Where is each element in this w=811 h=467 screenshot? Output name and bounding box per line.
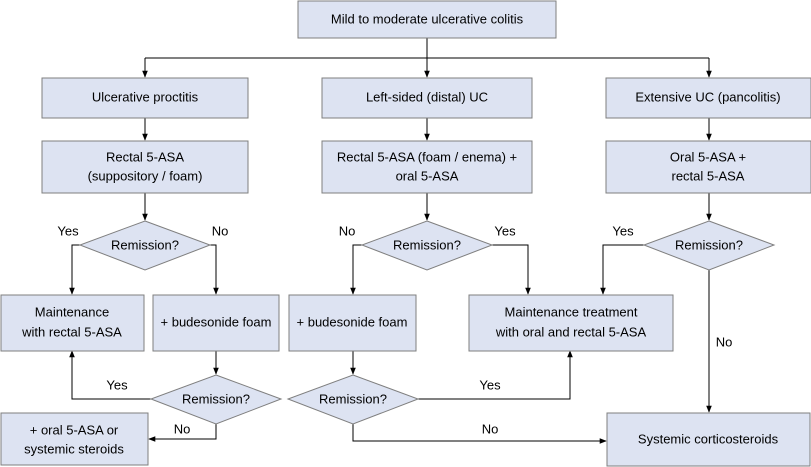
node-left-sided: Left-sided (distal) UC	[321, 77, 533, 119]
node-remission-5: Remission?	[286, 374, 420, 425]
edge-r4-no	[148, 424, 217, 442]
node-maintenance-oral-rectal-line1: Maintenance treatment	[505, 304, 638, 319]
node-proctitis: Ulcerative proctitis	[41, 77, 249, 119]
node-oral-or-steroids-line1: + oral 5-ASA or	[30, 422, 119, 437]
node-maintenance-rectal: Maintenance with rectal 5-ASA	[0, 294, 145, 352]
node-maintenance-oral-rectal-line2: with oral and rectal 5-ASA	[495, 324, 647, 339]
node-remission-2-label: Remission?	[393, 237, 461, 252]
edge-r2-yes	[492, 244, 531, 295]
edge-labels: Yes No No Yes Yes No Yes No Yes No	[57, 223, 732, 436]
node-budesonide-1: + budesonide foam	[152, 294, 280, 352]
node-rectal-5asa-supp: Rectal 5-ASA (suppository / foam)	[41, 140, 249, 194]
node-extensive: Extensive UC (pancolitis)	[605, 77, 811, 119]
node-root: Mild to moderate ulcerative colitis	[297, 0, 557, 39]
label-r1-no: No	[212, 223, 229, 238]
edge-r4-yes	[69, 350, 151, 400]
node-systemic-corticosteroids: Systemic corticosteroids	[606, 412, 811, 467]
node-oral-rectal-5asa-line1: Oral 5-ASA +	[670, 149, 746, 164]
edge-r1-no	[210, 244, 219, 295]
node-remission-3: Remission?	[642, 220, 776, 271]
node-proctitis-label: Ulcerative proctitis	[92, 89, 199, 104]
node-left-sided-label: Left-sided (distal) UC	[366, 89, 488, 104]
node-remission-4: Remission?	[149, 374, 283, 425]
label-r2-no: No	[339, 223, 356, 238]
node-remission-2: Remission?	[360, 220, 494, 271]
node-oral-or-steroids-line2: systemic steroids	[24, 441, 124, 456]
node-remission-4-label: Remission?	[182, 391, 250, 406]
edge-r1-yes	[69, 244, 80, 295]
node-root-label: Mild to moderate ulcerative colitis	[331, 11, 524, 26]
node-budesonide-2-label: + budesonide foam	[297, 314, 408, 329]
label-r1-yes: Yes	[57, 223, 79, 238]
node-extensive-label: Extensive UC (pancolitis)	[635, 89, 780, 104]
node-rectal-5asa-foam-oral-line1: Rectal 5-ASA (foam / enema) +	[337, 149, 517, 164]
label-r4-yes: Yes	[106, 377, 128, 392]
node-remission-5-label: Remission?	[319, 391, 387, 406]
node-remission-3-label: Remission?	[675, 237, 743, 252]
edges	[69, 38, 712, 444]
node-maintenance-rectal-line2: with rectal 5-ASA	[21, 324, 122, 339]
node-rectal-5asa-supp-line1: Rectal 5-ASA	[106, 149, 184, 164]
node-remission-1: Remission?	[78, 220, 212, 271]
label-r3-yes: Yes	[612, 223, 634, 238]
label-r2-yes: Yes	[494, 223, 516, 238]
node-rectal-5asa-foam-oral: Rectal 5-ASA (foam / enema) + oral 5-ASA	[321, 140, 533, 194]
edge-r5-yes	[418, 350, 573, 400]
node-budesonide-2: + budesonide foam	[288, 294, 417, 352]
node-budesonide-1-label: + budesonide foam	[161, 314, 272, 329]
edge-r3-yes	[600, 244, 644, 295]
node-rectal-5asa-supp-line2: (suppository / foam)	[88, 168, 203, 183]
edge-r5-no	[352, 424, 607, 444]
node-systemic-corticosteroids-label: Systemic corticosteroids	[638, 431, 779, 446]
edge-r2-no	[350, 244, 362, 295]
node-maintenance-oral-rectal: Maintenance treatment with oral and rect…	[468, 294, 674, 352]
node-oral-rectal-5asa: Oral 5-ASA + rectal 5-ASA	[605, 140, 811, 194]
label-r5-yes: Yes	[479, 377, 501, 392]
label-r3-no: No	[716, 334, 733, 349]
node-oral-rectal-5asa-line2: rectal 5-ASA	[672, 168, 745, 183]
label-r5-no: No	[482, 421, 499, 436]
node-oral-or-steroids: + oral 5-ASA or systemic steroids	[0, 412, 149, 466]
node-remission-1-label: Remission?	[111, 237, 179, 252]
node-rectal-5asa-foam-oral-line2: oral 5-ASA	[396, 168, 459, 183]
label-r4-no: No	[174, 421, 191, 436]
node-maintenance-rectal-line1: Maintenance	[35, 304, 109, 319]
